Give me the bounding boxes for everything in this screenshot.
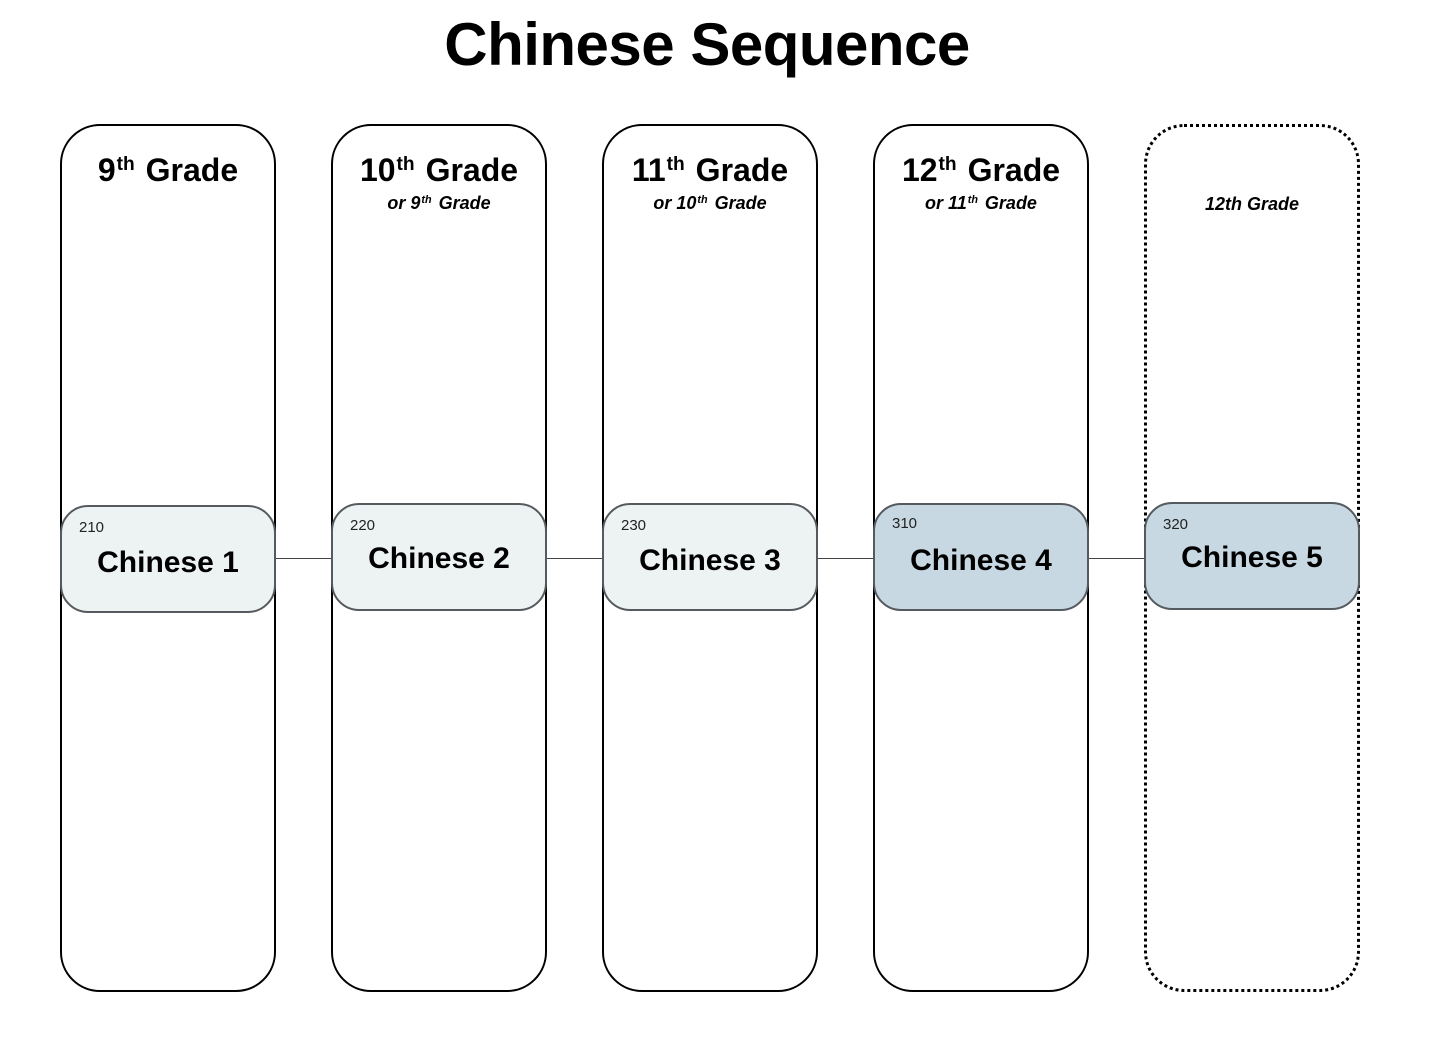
grade-sub-prefix: or 9 — [387, 193, 421, 213]
connector-line — [276, 558, 331, 559]
course-box-chinese-5: 320 Chinese 5 — [1144, 502, 1360, 610]
grade-subheading: or 10th Grade — [604, 192, 816, 214]
grade-number: 11 — [631, 152, 666, 188]
course-code: 210 — [79, 519, 105, 536]
course-box-chinese-3: 230 Chinese 3 — [602, 503, 818, 611]
course-name: Chinese 1 — [97, 546, 239, 579]
page-title: Chinese Sequence — [444, 11, 970, 78]
grade-sub-suffix: th — [421, 194, 432, 207]
course-code: 230 — [621, 517, 647, 534]
course-name: Chinese 4 — [910, 544, 1052, 577]
grade-number: 9 — [97, 152, 116, 188]
grade-sub-word: Grade — [433, 193, 491, 213]
grade-word: Grade — [416, 152, 519, 188]
connector-line — [818, 558, 873, 559]
grade-number: 12 — [901, 152, 938, 188]
grade-sub-suffix: th — [697, 194, 708, 207]
grade-suffix: th — [666, 154, 685, 176]
grade-word: Grade — [136, 152, 239, 188]
grade-word: Grade — [686, 152, 789, 188]
connector-line — [1089, 558, 1144, 559]
grade-sub-prefix: or 11 — [925, 193, 967, 213]
course-code: 310 — [892, 515, 918, 532]
course-name: Chinese 3 — [639, 544, 781, 577]
grade-heading: 12th Grade — [875, 152, 1087, 188]
grade-heading: 11th Grade — [604, 152, 816, 188]
course-box-chinese-2: 220 Chinese 2 — [331, 503, 547, 611]
connector-line — [547, 558, 602, 559]
grade-sub-prefix: or 10 — [653, 193, 697, 213]
grade-sub-word: Grade — [979, 193, 1037, 213]
course-name: Chinese 5 — [1181, 541, 1323, 574]
grade-suffix: th — [396, 154, 415, 176]
grade-sub-suffix: th — [967, 194, 978, 207]
course-code: 320 — [1163, 516, 1189, 533]
course-code: 220 — [350, 517, 376, 534]
grade-heading: 10th Grade — [333, 152, 545, 188]
grade-number: 10 — [359, 152, 396, 188]
course-name: Chinese 2 — [368, 542, 510, 575]
grade-word: Grade — [958, 152, 1061, 188]
grade-subheading: or 9th Grade — [333, 192, 545, 214]
grade-suffix: th — [938, 154, 957, 176]
grade-sub-word: Grade — [709, 193, 767, 213]
grade-subheading: or 11th Grade — [875, 192, 1087, 214]
course-box-chinese-4: 310 Chinese 4 — [873, 503, 1089, 611]
grade-heading: 9th Grade — [62, 152, 274, 188]
course-box-chinese-1: 210 Chinese 1 — [60, 505, 276, 613]
grade-subheading: 12th Grade — [1204, 194, 1300, 214]
grade-suffix: th — [116, 154, 135, 176]
